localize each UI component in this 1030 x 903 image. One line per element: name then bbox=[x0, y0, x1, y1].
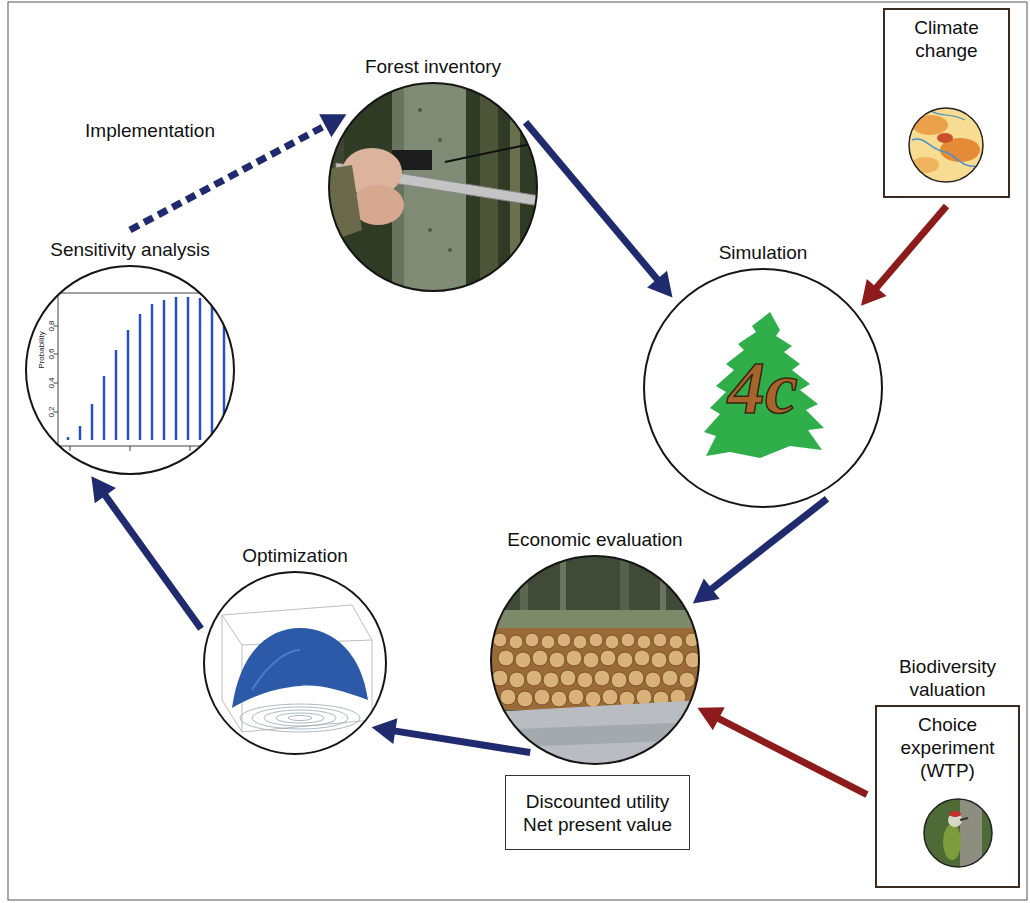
arrow-shaft bbox=[713, 716, 867, 795]
arrowhead bbox=[647, 271, 672, 298]
process-circle: Optimization bbox=[203, 571, 387, 755]
frame bbox=[8, 2, 1027, 900]
process-circle: Sensitivity analysis bbox=[25, 265, 235, 475]
axis-tick-label: 0.6 bbox=[47, 348, 56, 359]
flow-arrow bbox=[861, 206, 946, 306]
node-heading: Economic evaluation bbox=[507, 528, 682, 551]
node-heading: Sensitivity analysis bbox=[50, 238, 209, 261]
flow-arrow bbox=[697, 707, 867, 795]
optimization-surface bbox=[222, 605, 372, 732]
arrow-shaft bbox=[526, 122, 661, 284]
probability-chart bbox=[54, 293, 232, 451]
climate-globe bbox=[905, 105, 987, 185]
timber-photo bbox=[488, 553, 702, 768]
axis-title: Probability bbox=[37, 331, 46, 368]
arrowhead bbox=[372, 718, 398, 744]
edge-label: Implementation bbox=[82, 119, 218, 142]
box-text: Discounted utility Net present value bbox=[512, 790, 683, 836]
arrowhead bbox=[861, 279, 886, 306]
arrow-shaft bbox=[707, 499, 827, 593]
node-heading: Forest inventory bbox=[365, 55, 501, 78]
axis-tick-label: 0.8 bbox=[47, 320, 56, 331]
node-heading: Optimization bbox=[242, 544, 348, 567]
node-heading: Simulation bbox=[719, 241, 808, 264]
arrow-shaft bbox=[873, 206, 947, 292]
process-box: Climate change bbox=[883, 8, 1010, 198]
process-circle: Economic evaluation bbox=[490, 555, 700, 765]
arrowhead bbox=[693, 578, 720, 603]
arrow-shaft bbox=[389, 730, 530, 752]
simulation-logo bbox=[704, 312, 824, 458]
axis-tick-label: 0.2 bbox=[47, 406, 56, 417]
arrow-shaft bbox=[102, 491, 201, 629]
axis-tick-label: 0.4 bbox=[47, 377, 56, 388]
process-box: Discounted utility Net present value bbox=[505, 775, 690, 850]
arrowhead bbox=[91, 476, 116, 503]
forest-photo bbox=[320, 80, 550, 300]
flow-arrow bbox=[693, 499, 827, 604]
box-text: Climate change bbox=[891, 16, 1002, 62]
box-text: Choice experiment (WTP) bbox=[883, 713, 1012, 782]
model-logo-text: 4c bbox=[728, 348, 798, 428]
arrowhead bbox=[697, 707, 724, 730]
flow-arrow bbox=[372, 718, 531, 752]
arrowhead bbox=[319, 114, 346, 137]
flow-arrow bbox=[91, 476, 201, 629]
process-circle: Forest inventory bbox=[328, 82, 538, 292]
process-box: Biodiversity valuationChoice experiment … bbox=[875, 705, 1020, 888]
flow-arrow bbox=[526, 122, 673, 297]
woodpecker-photo bbox=[922, 797, 994, 869]
node-heading: Biodiversity valuation bbox=[877, 655, 1018, 701]
process-circle: Simulation4c bbox=[643, 268, 883, 508]
